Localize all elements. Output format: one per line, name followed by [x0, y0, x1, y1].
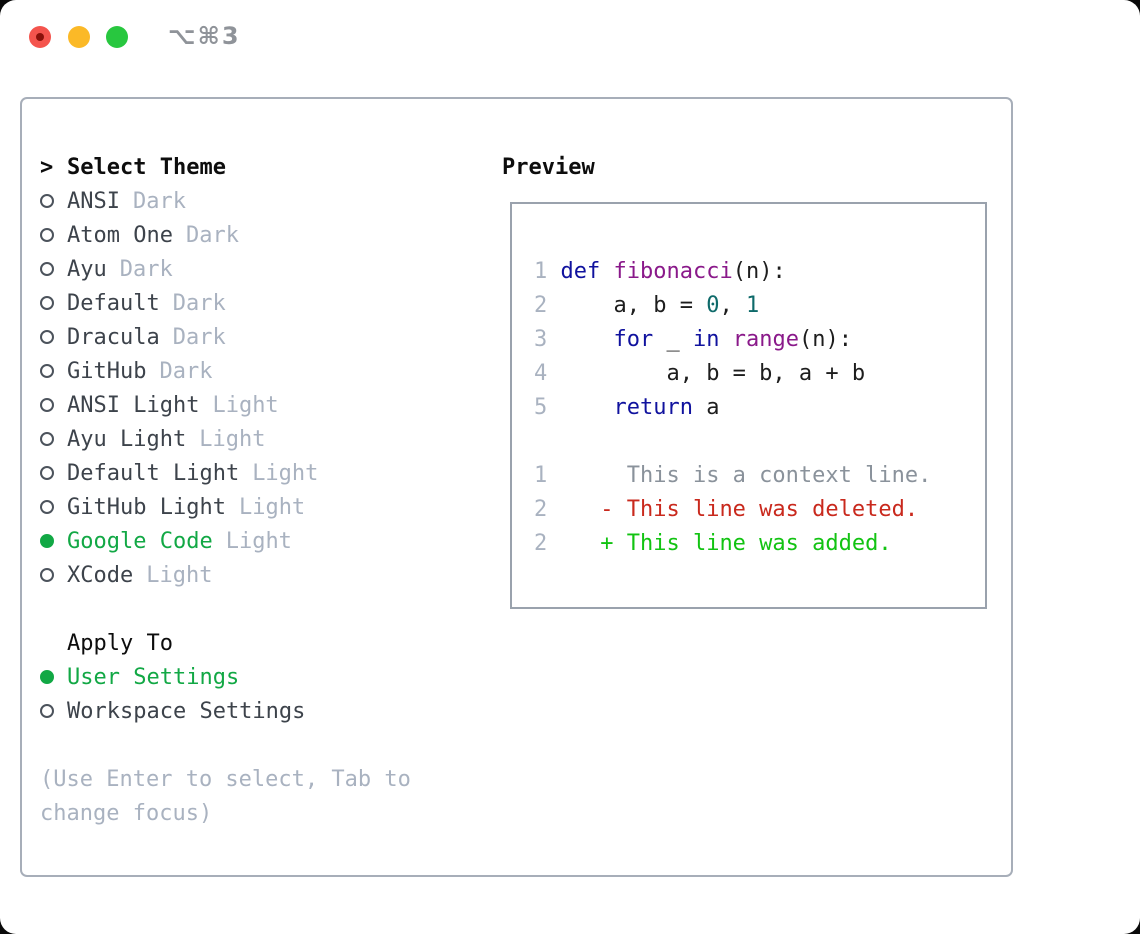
line-number: 1 — [534, 462, 601, 488]
radio-icon — [40, 296, 54, 310]
diff-lines: 1 This is a context line. 2 - This line w… — [534, 458, 931, 560]
select-theme-title: Select Theme — [67, 154, 226, 180]
diff-line-context: 1 This is a context line. — [534, 462, 932, 488]
line-number: 2 — [534, 530, 601, 556]
select-theme-header: > Select Theme — [40, 150, 480, 184]
theme-option[interactable]: Google Code Light — [40, 524, 480, 558]
theme-variant-badge: Light — [199, 426, 266, 452]
radio-selected-icon — [40, 670, 54, 684]
theme-variant-badge: Dark — [159, 358, 213, 384]
theme-name: ANSI — [67, 188, 120, 214]
theme-name: XCode — [67, 562, 134, 588]
spacer — [40, 592, 480, 626]
theme-option[interactable]: XCode Light — [40, 558, 480, 592]
radio-icon — [40, 432, 54, 446]
theme-name: GitHub Light — [67, 494, 226, 520]
radio-icon — [40, 330, 54, 344]
theme-option[interactable]: ANSI Light Light — [40, 388, 480, 422]
code-line: 1 def fibonacci(n): — [534, 258, 786, 284]
theme-name: Google Code — [67, 528, 213, 554]
code-lines: 1 def fibonacci(n): 2 a, b = 0, 1 3 for _ … — [534, 254, 931, 424]
code-line: 3 for _ in range(n): — [534, 326, 852, 352]
diff-line-added: 2 + This line was added. — [534, 530, 892, 556]
apply-option-label: Workspace Settings — [67, 698, 306, 724]
theme-variant-badge: Dark — [172, 324, 226, 350]
theme-variant-badge: Dark — [119, 256, 173, 282]
cursor-chevron-icon: > — [40, 154, 54, 180]
window-title: ⌥⌘3 — [168, 22, 241, 50]
radio-icon — [40, 364, 54, 378]
theme-name: Default Light — [67, 460, 240, 486]
spacer — [40, 728, 480, 762]
titlebar: ⌥⌘3 — [0, 0, 1140, 75]
code-line: 4 a, b = b, a + b — [534, 360, 866, 386]
theme-option[interactable]: Default Dark — [40, 286, 480, 320]
code-line: 2 a, b = 0, 1 — [534, 292, 760, 318]
radio-icon — [40, 194, 54, 208]
radio-icon — [40, 398, 54, 412]
zoom-button[interactable] — [106, 26, 128, 48]
theme-variant-badge: Light — [212, 392, 279, 418]
theme-name: Default — [67, 290, 160, 316]
radio-icon — [40, 704, 54, 718]
theme-variant-badge: Dark — [172, 290, 226, 316]
apply-option-label: User Settings — [67, 664, 240, 690]
hint-text-line1: (Use Enter to select, Tab to — [40, 766, 411, 792]
theme-name: Atom One — [67, 222, 173, 248]
theme-option[interactable]: Default Light Light — [40, 456, 480, 490]
theme-option[interactable]: ANSI Dark — [40, 184, 480, 218]
apply-option[interactable]: Workspace Settings — [40, 694, 480, 728]
radio-icon — [40, 262, 54, 276]
theme-name: Dracula — [67, 324, 160, 350]
theme-variant-badge: Dark — [185, 222, 239, 248]
radio-icon — [40, 228, 54, 242]
line-number: 3 — [534, 326, 561, 352]
theme-option[interactable]: Ayu Dark — [40, 252, 480, 286]
apply-option[interactable]: User Settings — [40, 660, 480, 694]
close-button[interactable] — [29, 26, 51, 48]
blank-line — [534, 424, 931, 458]
line-number: 4 — [534, 360, 561, 386]
theme-name: ANSI Light — [67, 392, 200, 418]
theme-variant-badge: Dark — [132, 188, 186, 214]
apply-to-title: Apply To — [67, 630, 173, 656]
theme-option[interactable]: Ayu Light Light — [40, 422, 480, 456]
preview-box: 1 def fibonacci(n): 2 a, b = 0, 1 3 for _ … — [510, 202, 987, 609]
minimize-button[interactable] — [68, 26, 90, 48]
theme-variant-badge: Light — [238, 494, 306, 520]
theme-name: GitHub — [67, 358, 147, 384]
code-line: 5 return a — [534, 394, 720, 420]
line-number: 2 — [534, 496, 601, 522]
theme-name: Ayu Light — [67, 426, 187, 452]
theme-variant-badge: Light — [252, 460, 319, 486]
radio-icon — [40, 466, 54, 480]
theme-option[interactable]: GitHub Dark — [40, 354, 480, 388]
line-number: 2 — [534, 292, 561, 318]
code-preview: 1 def fibonacci(n): 2 a, b = 0, 1 3 for _ … — [534, 254, 931, 560]
radio-icon — [40, 500, 54, 514]
apply-to-header: Apply To — [40, 626, 480, 660]
close-dot-icon — [36, 33, 44, 41]
radio-icon — [40, 568, 54, 582]
radio-selected-icon — [40, 534, 54, 548]
diff-line-deleted: 2 - This line was deleted. — [534, 496, 919, 522]
hint-text-line2: change focus) — [40, 800, 213, 826]
theme-option[interactable]: GitHub Light Light — [40, 490, 480, 524]
theme-option[interactable]: Atom One Dark — [40, 218, 480, 252]
line-number: 5 — [534, 394, 561, 420]
theme-name: Ayu — [67, 256, 107, 282]
theme-variant-badge: Light — [146, 562, 213, 588]
theme-option[interactable]: Dracula Dark — [40, 320, 480, 354]
line-number: 1 — [534, 258, 561, 284]
theme-variant-badge: Light — [225, 528, 292, 554]
preview-title: Preview — [502, 154, 595, 180]
